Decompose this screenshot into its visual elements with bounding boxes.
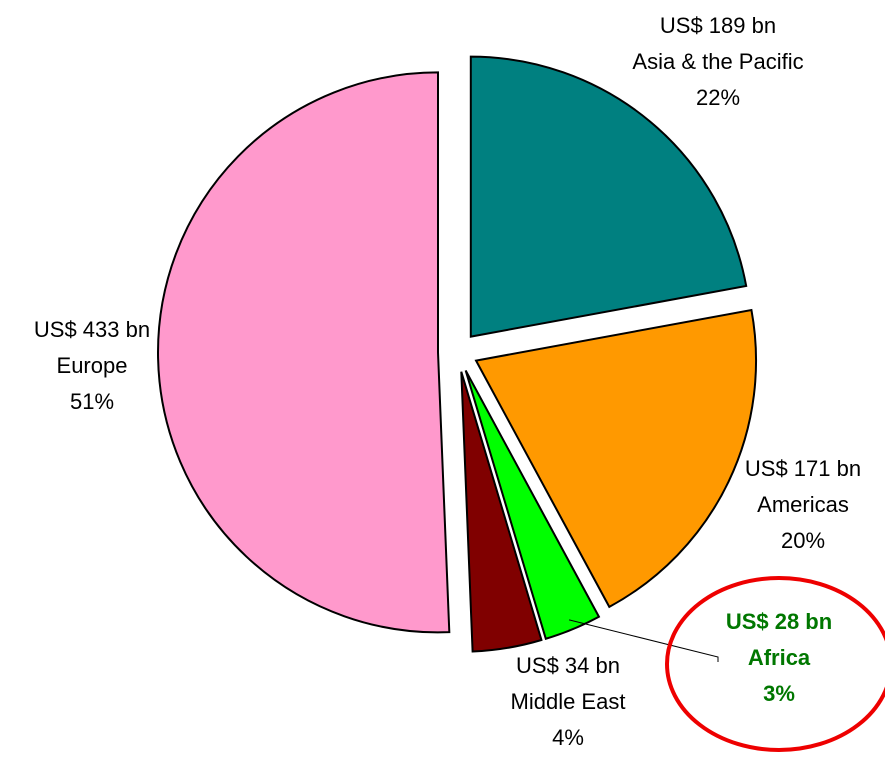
- slices-layer: [157, 55, 758, 653]
- label-europe-value: US$ 433 bn: [34, 317, 150, 342]
- label-americas: US$ 171 bn Americas 20%: [745, 456, 861, 553]
- label-africa-name: Africa: [748, 645, 811, 670]
- label-middle-east-value: US$ 34 bn: [516, 653, 620, 678]
- label-africa: US$ 28 bn Africa 3%: [726, 609, 832, 706]
- label-africa-value: US$ 28 bn: [726, 609, 832, 634]
- label-asia-and-the-pacific-name: Asia & the Pacific: [632, 49, 803, 74]
- slice-europe: [157, 71, 451, 634]
- labels-layer: US$ 189 bn Asia & the Pacific 22% US$ 171 b…: [34, 13, 861, 750]
- leader-line-africa: [568, 619, 719, 662]
- label-middle-east: US$ 34 bn Middle East 4%: [511, 653, 626, 750]
- label-middle-east-name: Middle East: [511, 689, 626, 714]
- label-asia-and-the-pacific: US$ 189 bn Asia & the Pacific 22%: [632, 13, 803, 110]
- label-europe-name: Europe: [57, 353, 128, 378]
- label-asia-and-the-pacific-percent: 22%: [696, 85, 740, 110]
- label-africa-percent: 3%: [763, 681, 795, 706]
- label-europe-percent: 51%: [70, 389, 114, 414]
- label-americas-percent: 20%: [781, 528, 825, 553]
- label-americas-value: US$ 171 bn: [745, 456, 861, 481]
- slice-americas: [474, 308, 758, 609]
- slice-africa: [464, 369, 601, 641]
- label-europe: US$ 433 bn Europe 51%: [34, 317, 150, 414]
- label-asia-and-the-pacific-value: US$ 189 bn: [660, 13, 776, 38]
- highlight-ring: [665, 576, 885, 752]
- label-middle-east-percent: 4%: [552, 725, 584, 750]
- slice-middle-east: [460, 371, 543, 653]
- annotations-layer: [568, 576, 885, 752]
- label-americas-name: Americas: [757, 492, 849, 517]
- slice-asia-and-the-pacific: [469, 55, 748, 338]
